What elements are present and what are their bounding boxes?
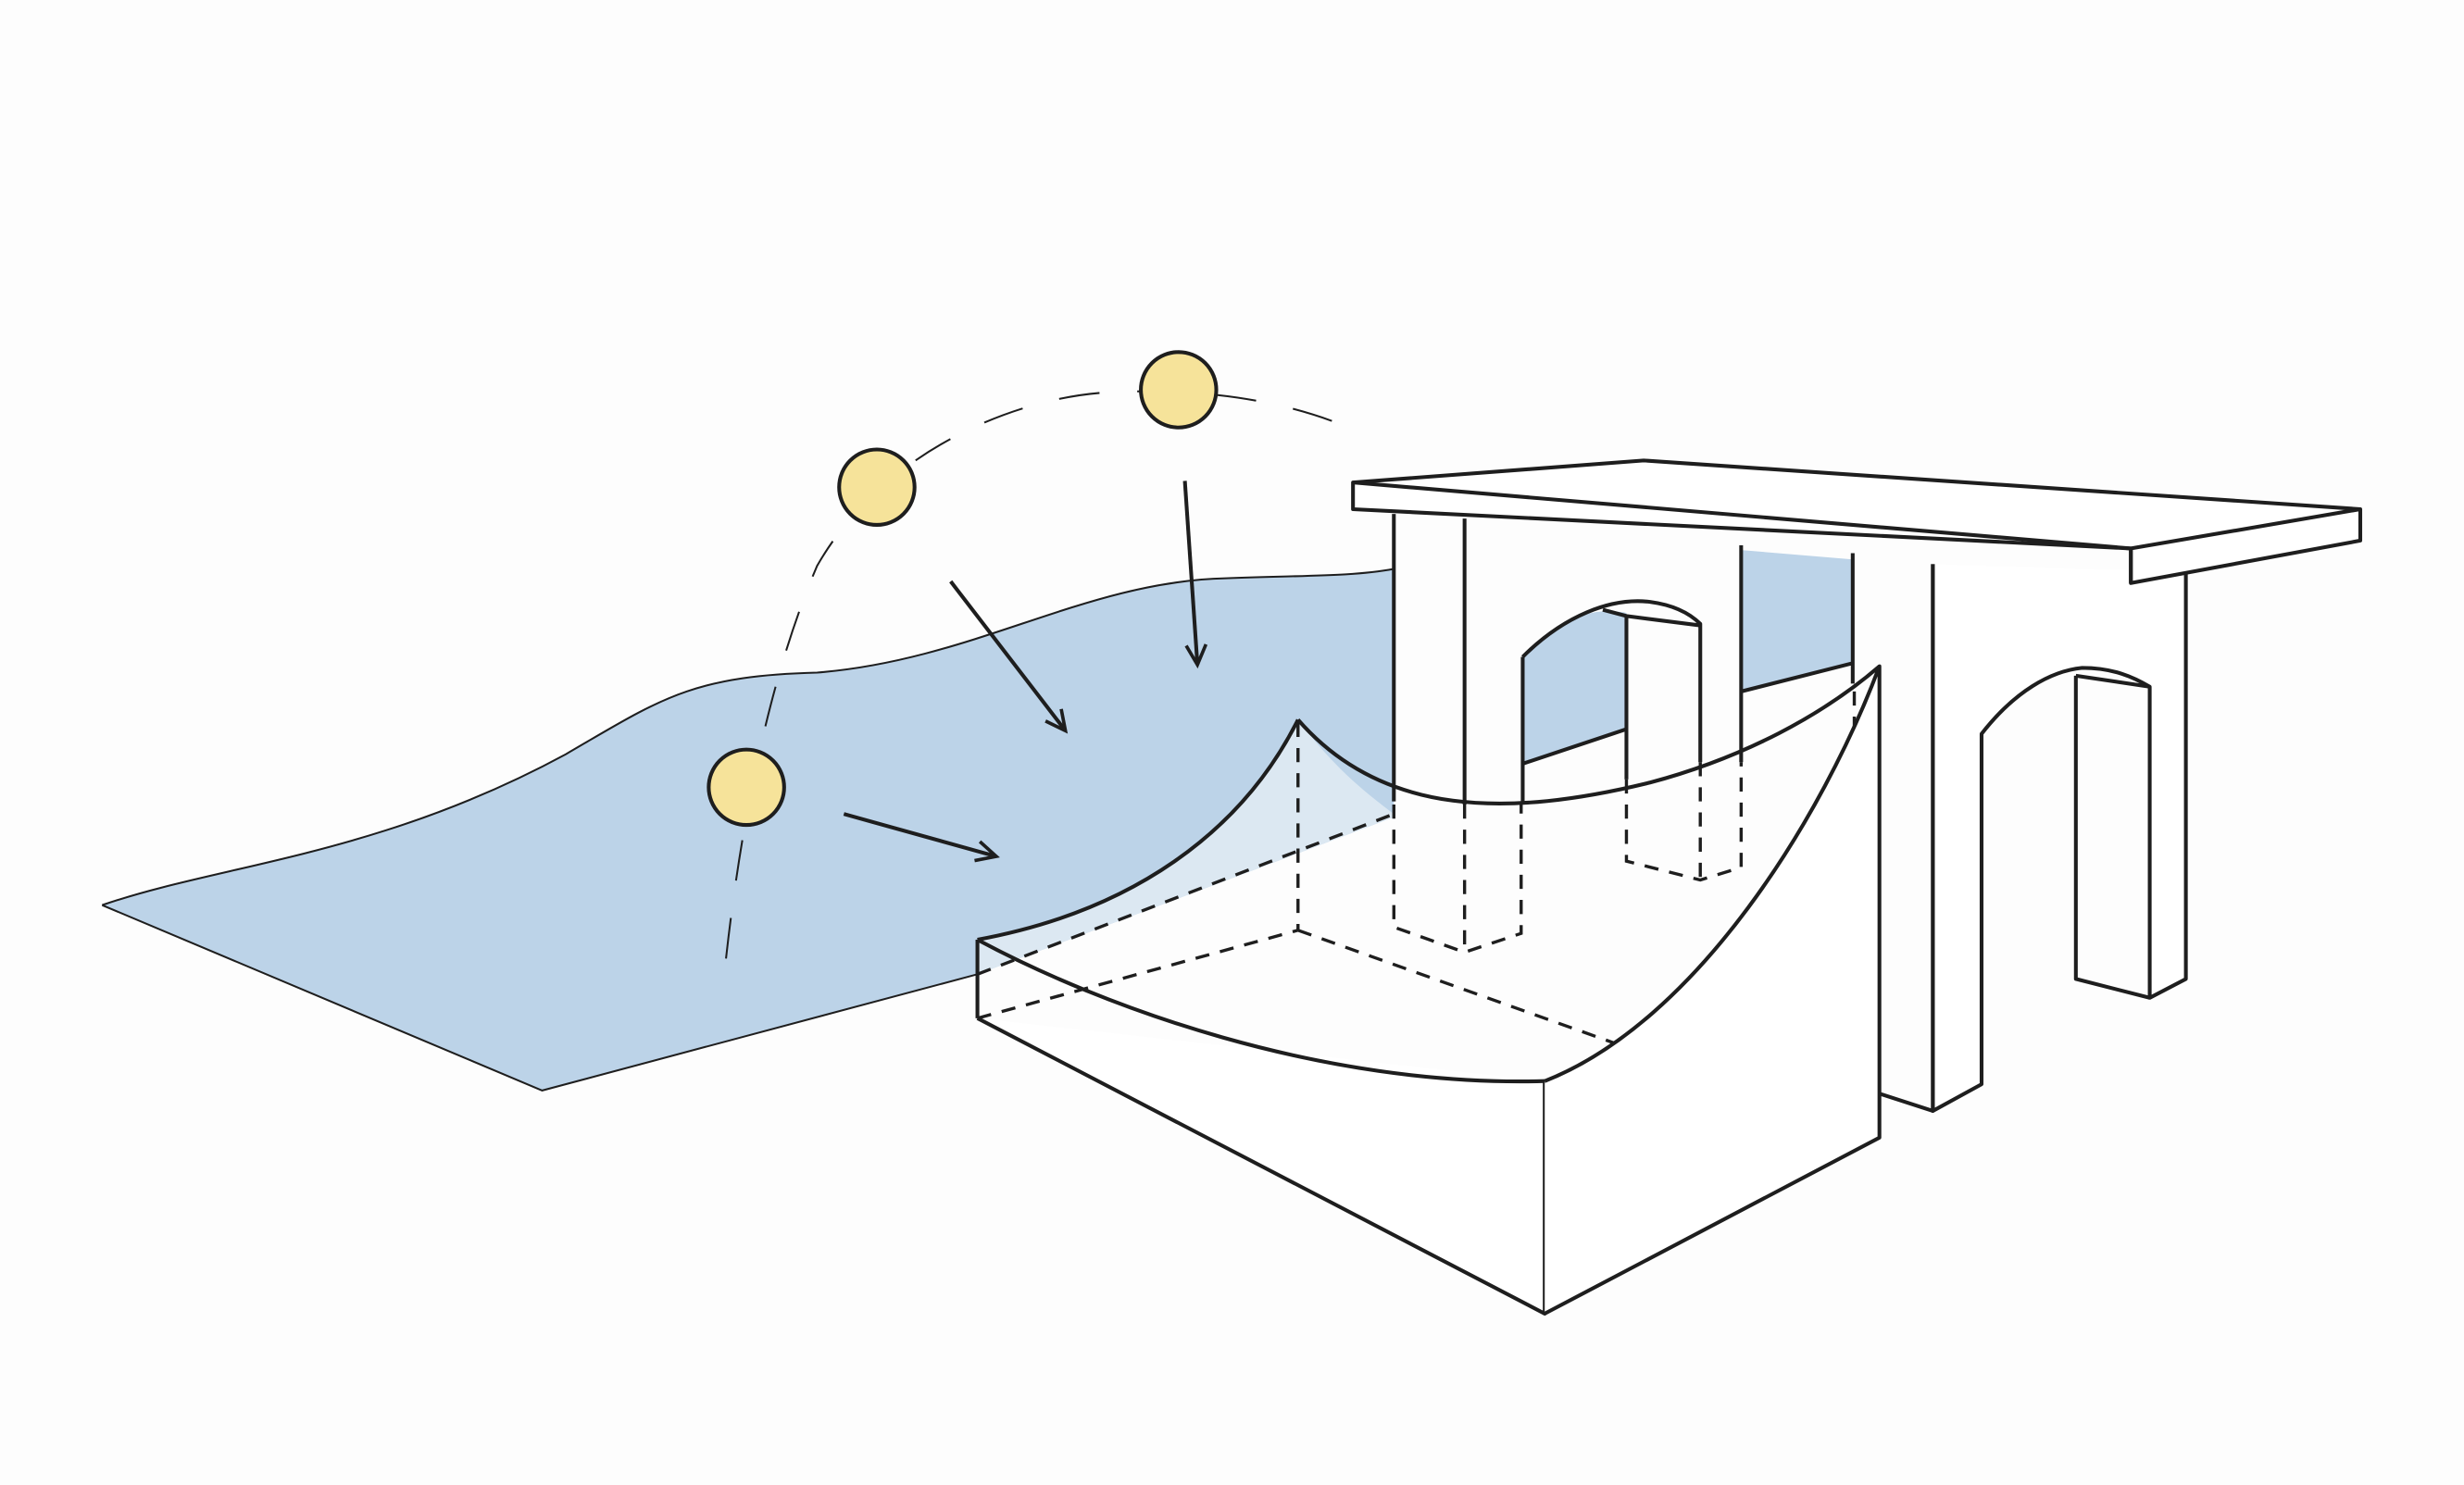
arch-right-inner <box>2073 673 2151 1000</box>
water-outline-back <box>101 568 1395 906</box>
arch-left-inner <box>1602 607 1701 780</box>
box-front-face <box>976 1017 1547 1316</box>
light-rays <box>843 480 1208 863</box>
ray-middle <box>949 580 1069 734</box>
surface-back-curve <box>1296 665 1882 805</box>
hidden-edge-pillar-1 <box>1392 805 1523 955</box>
sun-middle <box>837 447 917 527</box>
water-surface <box>102 568 1395 1091</box>
roof-edge <box>1353 480 2361 583</box>
surface-left-curve <box>977 718 1300 942</box>
arch-left-floor <box>1521 727 1628 766</box>
opening-right-back <box>1741 550 1853 692</box>
pillar-right-front <box>1879 564 1935 1113</box>
suns <box>707 350 1219 828</box>
arched-building <box>1351 458 2363 1113</box>
hidden-edge-pillar-2 <box>1624 762 1744 882</box>
arch-left <box>1521 599 1703 763</box>
opening-left-back <box>1522 611 1627 766</box>
sun-high <box>1139 350 1219 430</box>
ray-low <box>843 812 1000 863</box>
pillar-left <box>1392 514 1525 805</box>
pillar-middle <box>1739 545 1855 763</box>
ray-high <box>1182 480 1208 669</box>
box-side-face <box>1544 664 1882 1316</box>
hidden-edge-left <box>977 929 1299 1020</box>
shade-canopy <box>975 664 1882 1316</box>
surface-front-curve <box>976 938 1545 1084</box>
roof-slab <box>1351 458 2363 585</box>
pillar-right <box>1931 564 2188 1113</box>
sun-low <box>707 747 786 828</box>
water-outline-front <box>101 904 978 1092</box>
